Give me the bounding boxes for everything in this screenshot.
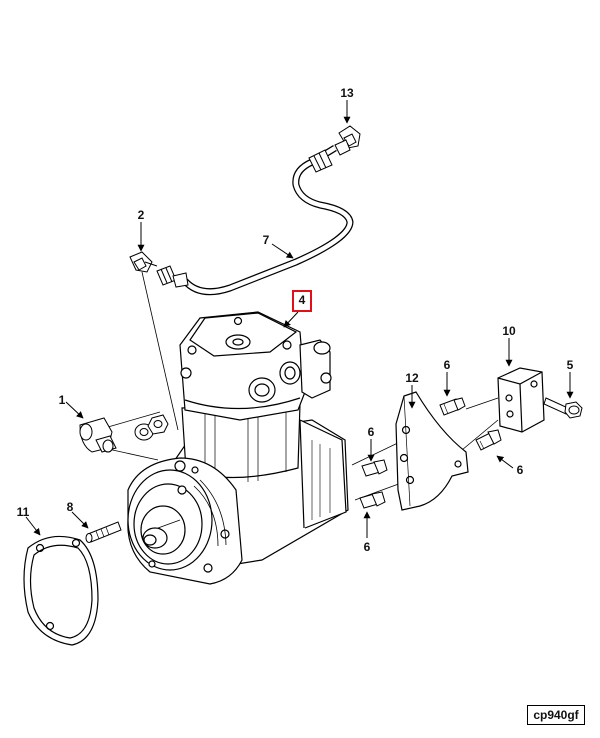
callout-10: 10	[502, 324, 516, 338]
callout-8: 8	[67, 500, 74, 514]
air-compressor-body	[164, 311, 349, 571]
bolt-5	[543, 397, 583, 419]
callout-13: 13	[340, 86, 354, 100]
callout-6-right: 6	[517, 463, 524, 477]
elbow-fitting-13	[334, 125, 361, 156]
elbow-fitting-2	[129, 251, 158, 273]
callout-5: 5	[567, 358, 574, 372]
callout-6-left: 6	[368, 425, 375, 439]
tube-nut-left	[156, 265, 189, 288]
callout-1: 1	[59, 393, 66, 407]
bolt-6-left	[361, 459, 388, 477]
gasket-11	[23, 535, 99, 646]
air-line-tube	[182, 145, 354, 296]
stud-8	[85, 521, 122, 543]
callout-6-lower: 6	[364, 540, 371, 554]
highlighted-callout-box	[292, 290, 312, 312]
callout-2: 2	[138, 208, 145, 222]
callout-6-upper: 6	[444, 358, 451, 372]
callout-labels: 13 2 7 4 1 8 11 12 6 10 5 6 6 6	[17, 86, 574, 554]
callout-4: 4	[299, 293, 306, 307]
elbow-connector-1	[79, 417, 117, 453]
tube-nut-right	[308, 149, 333, 173]
mounting-bracket-12	[395, 391, 469, 511]
nut-and-washer	[134, 414, 169, 441]
bolt-6-lower	[359, 491, 386, 509]
callout-11: 11	[17, 505, 30, 519]
leader-lines	[107, 271, 499, 501]
drawing-code-label: cp940gf	[527, 705, 585, 725]
callout-12: 12	[405, 371, 419, 385]
bolt-6-upper	[439, 397, 466, 416]
callout-arrows	[25, 100, 574, 538]
adapter-block-10	[497, 367, 545, 433]
front-flange-housing	[127, 457, 243, 585]
callout-7: 7	[263, 233, 270, 247]
bolt-6-right	[475, 429, 502, 451]
